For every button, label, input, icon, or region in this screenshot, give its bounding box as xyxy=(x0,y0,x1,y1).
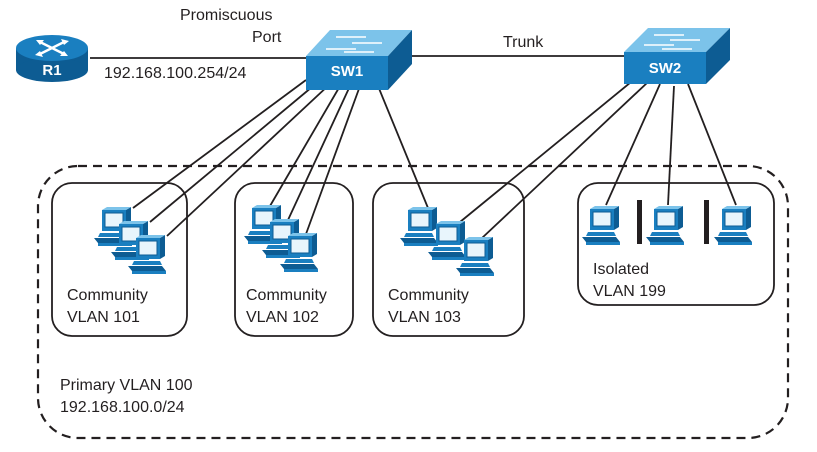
pc-icon xyxy=(399,206,439,247)
isolation-bar xyxy=(704,200,709,244)
group-label-line2: VLAN 102 xyxy=(246,309,319,326)
group-label-line1: Community xyxy=(67,287,148,304)
promiscuous-port-label-line1: Promiscuous xyxy=(180,7,273,24)
switch-sw1-label: SW1 xyxy=(330,63,364,80)
group-label-line2: VLAN 101 xyxy=(67,309,140,326)
sw2-pc-link xyxy=(481,81,649,239)
sw1-pc-link xyxy=(377,85,429,209)
sw1-pc-link xyxy=(132,79,307,209)
trunk-label: Trunk xyxy=(503,34,544,51)
community-vlan-102-box xyxy=(234,182,354,337)
community-vlan-101-box xyxy=(51,182,188,337)
promiscuous-port-label-line2: Port xyxy=(252,29,282,46)
switch-sw2-icon xyxy=(624,28,730,84)
primary-vlan-label-line1: Primary VLAN 100 xyxy=(60,377,193,394)
group-label-line1: Community xyxy=(246,287,327,304)
router-icon xyxy=(16,35,88,82)
router-label: R1 xyxy=(42,62,62,79)
pc-icon xyxy=(713,205,753,246)
r1-ip-label: 192.168.100.254/24 xyxy=(104,65,247,82)
sw2-pc-link xyxy=(605,83,661,206)
pc-icon xyxy=(645,205,685,246)
sw2-pc-link xyxy=(459,77,637,223)
isolated-vlan-199-box xyxy=(577,182,775,306)
primary-vlan-label-line2: 192.168.100.0/24 xyxy=(60,399,185,416)
group-label-line2: VLAN 103 xyxy=(388,309,461,326)
sw1-pc-link xyxy=(166,83,331,237)
pc-icon xyxy=(581,205,621,246)
sw1-pc-link xyxy=(305,85,361,235)
sw1-pc-link xyxy=(149,81,319,223)
switch-sw2-label: SW2 xyxy=(648,60,682,77)
sw1-pc-link xyxy=(287,85,351,221)
group-label-line1: Community xyxy=(388,287,469,304)
sw2-pc-link xyxy=(687,83,737,206)
sw2-pc-link xyxy=(667,85,675,206)
group-label-line2: VLAN 199 xyxy=(593,283,666,300)
switch-sw1-icon xyxy=(306,30,412,90)
primary-vlan-boundary xyxy=(36,164,790,440)
isolation-bar xyxy=(637,200,642,244)
group-label-line1: Isolated xyxy=(593,261,650,278)
sw1-pc-link xyxy=(269,85,341,207)
community-vlan-103-box xyxy=(372,182,525,337)
